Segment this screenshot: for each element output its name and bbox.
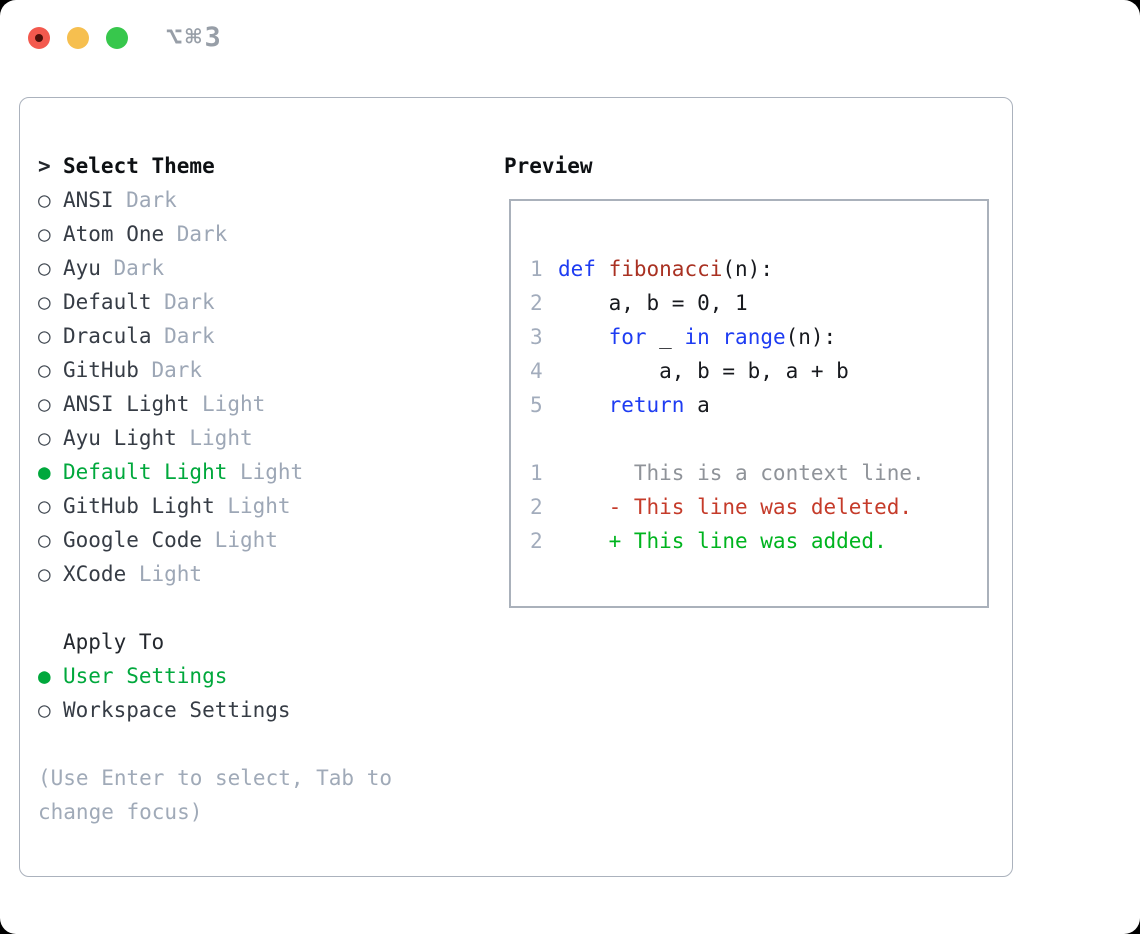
theme-variant: Light bbox=[239, 460, 304, 484]
theme-option-atom-one-dark[interactable]: ○ Atom One Dark bbox=[38, 217, 392, 251]
preview-heading: Preview bbox=[504, 154, 593, 178]
radio-icon: ○ bbox=[38, 256, 51, 280]
radio-selected-icon: ● bbox=[38, 460, 51, 484]
theme-option-ansi-dark[interactable]: ○ ANSI Dark bbox=[38, 183, 392, 217]
spacer bbox=[38, 727, 392, 761]
theme-variant: Light bbox=[138, 562, 203, 586]
diff-context-line: 1 This is a context line. bbox=[530, 456, 925, 490]
radio-icon: ○ bbox=[38, 698, 51, 722]
theme-option-ayu-dark[interactable]: ○ Ayu Dark bbox=[38, 251, 392, 285]
select-theme-label: Select Theme bbox=[63, 154, 215, 178]
line-number: 1 bbox=[530, 257, 543, 281]
theme-name: ANSI Light bbox=[63, 392, 190, 416]
theme-variant: Dark bbox=[164, 324, 215, 348]
theme-option-github-dark[interactable]: ○ GitHub Dark bbox=[38, 353, 392, 387]
window-title: ⌥⌘3 bbox=[166, 22, 224, 53]
line-number: 4 bbox=[530, 359, 543, 383]
line-number: 1 bbox=[530, 461, 543, 485]
traffic-lights bbox=[28, 27, 128, 49]
radio-icon: ○ bbox=[38, 358, 51, 382]
code-line: 2 a, b = 0, 1 bbox=[530, 286, 925, 320]
theme-name: Ayu bbox=[63, 256, 101, 280]
theme-name: ANSI bbox=[63, 188, 114, 212]
code-line: 3 for _ in range(n): bbox=[530, 320, 925, 354]
radio-icon: ○ bbox=[38, 494, 51, 518]
radio-icon: ○ bbox=[38, 188, 51, 212]
close-button[interactable] bbox=[28, 27, 50, 49]
theme-option-xcode[interactable]: ○ XCode Light bbox=[38, 557, 392, 591]
apply-to-option-workspace-settings[interactable]: ○ Workspace Settings bbox=[38, 693, 392, 727]
spacer bbox=[38, 591, 392, 625]
line-number: 2 bbox=[530, 291, 543, 315]
theme-name: Default Light bbox=[63, 460, 228, 484]
radio-icon: ○ bbox=[38, 324, 51, 348]
line-number: 2 bbox=[530, 495, 543, 519]
apply-to-option-user-settings[interactable]: ● User Settings bbox=[38, 659, 392, 693]
theme-name: Atom One bbox=[63, 222, 165, 246]
apply-to-header: Apply To bbox=[38, 625, 392, 659]
theme-variant: Light bbox=[189, 426, 253, 450]
theme-option-default-dark[interactable]: ○ Default Dark bbox=[38, 285, 392, 319]
theme-name: Dracula bbox=[63, 324, 152, 348]
focus-caret-icon: > bbox=[38, 154, 51, 178]
line-number: 3 bbox=[530, 325, 543, 349]
theme-variant: Light bbox=[214, 528, 278, 552]
theme-variant: Light bbox=[202, 392, 266, 416]
apply-to-option-label: Workspace Settings bbox=[63, 698, 291, 722]
diff-added-line: 2 + This line was added. bbox=[530, 524, 925, 558]
apply-to-option-label: User Settings bbox=[63, 664, 228, 688]
theme-name: Google Code bbox=[63, 528, 203, 552]
radio-icon: ○ bbox=[38, 562, 51, 586]
theme-option-google-code[interactable]: ○ Google Code Light bbox=[38, 523, 392, 557]
keyboard-hint-line-2: change focus) bbox=[38, 800, 203, 824]
code-line: 4 a, b = b, a + b bbox=[530, 354, 925, 388]
radio-icon: ○ bbox=[38, 528, 51, 552]
theme-variant: Dark bbox=[126, 188, 177, 212]
keyboard-hint-line-1: (Use Enter to select, Tab to bbox=[38, 766, 393, 790]
select-theme-header: > Select Theme bbox=[38, 149, 392, 183]
theme-name: GitHub bbox=[63, 358, 139, 382]
theme-variant: Dark bbox=[164, 290, 215, 314]
line-number: 5 bbox=[530, 393, 543, 417]
theme-variant: Dark bbox=[113, 256, 165, 280]
theme-option-ansi-light[interactable]: ○ ANSI Light Light bbox=[38, 387, 392, 421]
code-line: 5 return a bbox=[530, 388, 925, 422]
maximize-button[interactable] bbox=[106, 27, 128, 49]
radio-icon: ○ bbox=[38, 290, 51, 314]
theme-option-default-light[interactable]: ● Default Light Light bbox=[38, 455, 392, 489]
theme-name: GitHub Light bbox=[63, 494, 215, 518]
theme-option-ayu-light[interactable]: ○ Ayu Light Light bbox=[38, 421, 392, 455]
radio-icon: ○ bbox=[38, 222, 51, 246]
theme-name: Ayu Light bbox=[63, 426, 177, 450]
theme-variant: Dark bbox=[151, 358, 203, 382]
minimize-button[interactable] bbox=[67, 27, 89, 49]
radio-icon: ○ bbox=[38, 392, 51, 416]
line-number: 2 bbox=[530, 529, 543, 553]
theme-name: Default bbox=[63, 290, 152, 314]
theme-variant: Light bbox=[227, 494, 291, 518]
theme-variant: Dark bbox=[176, 222, 228, 246]
theme-option-dracula-dark[interactable]: ○ Dracula Dark bbox=[38, 319, 392, 353]
theme-name: XCode bbox=[63, 562, 127, 586]
radio-selected-icon: ● bbox=[38, 664, 51, 688]
theme-option-github-light[interactable]: ○ GitHub Light Light bbox=[38, 489, 392, 523]
diff-preview: 1 This is a context line. 2 - This line … bbox=[530, 456, 925, 558]
apply-to-label: Apply To bbox=[63, 630, 165, 654]
radio-icon: ○ bbox=[38, 426, 51, 450]
diff-deleted-line: 2 - This line was deleted. bbox=[530, 490, 925, 524]
